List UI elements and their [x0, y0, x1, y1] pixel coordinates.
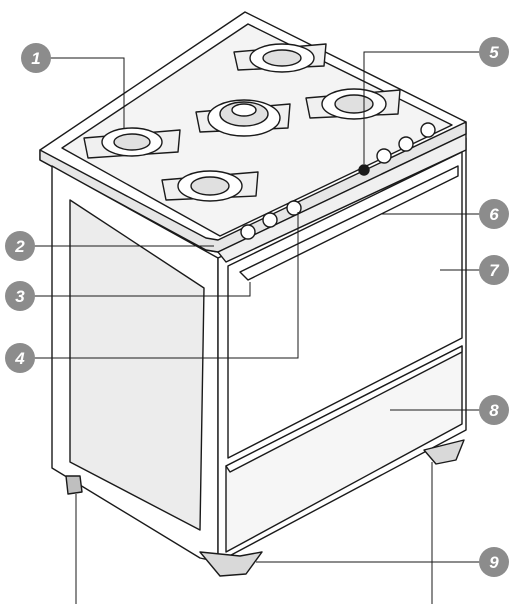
callout-2-label: 2 [14, 237, 25, 256]
callout-9-label: 9 [489, 553, 499, 572]
callout-5-label: 5 [489, 43, 499, 62]
callout-7: 7 [479, 255, 509, 285]
knob [240, 224, 256, 240]
burner-center-large [195, 99, 291, 137]
leader-5 [363, 51, 482, 164]
burner-front-center [161, 170, 259, 202]
knob [286, 200, 302, 216]
leader-4 [30, 212, 299, 359]
callout-2: 2 [5, 231, 35, 261]
burner-front-left [83, 127, 181, 159]
callout-6: 6 [479, 199, 509, 229]
front-foot-left [199, 551, 263, 577]
callout-1: 1 [21, 43, 51, 73]
callout-8: 8 [479, 395, 509, 425]
front-foot-right [423, 439, 465, 465]
control-panel [217, 133, 467, 263]
leader-3 [30, 282, 251, 297]
callout-7-label: 7 [489, 261, 500, 280]
callout-6-label: 6 [489, 205, 499, 224]
callout-4: 4 [5, 343, 35, 373]
burner-rear-right [305, 88, 401, 120]
stove-illustration [39, 11, 467, 577]
knob [262, 212, 278, 228]
callout-8-label: 8 [489, 401, 499, 420]
drawer-handle [225, 345, 463, 473]
callout-3-label: 3 [15, 287, 25, 306]
leader-1 [46, 57, 125, 128]
burner-rear-center [233, 43, 327, 73]
callout-3: 3 [5, 281, 35, 311]
callout-5: 5 [479, 37, 509, 67]
stove-left-side-inset [69, 199, 205, 531]
knob [420, 122, 436, 138]
callouts: 1 2 3 4 5 6 7 8 [5, 37, 509, 577]
callout-9: 9 [479, 547, 509, 577]
leveling-foot [65, 475, 83, 495]
oven-door [227, 151, 463, 459]
callout-4-label: 4 [14, 349, 25, 368]
callout-1-label: 1 [31, 49, 40, 68]
oven-door-handle [239, 165, 459, 281]
leader-lines [30, 51, 482, 604]
knob [398, 136, 414, 152]
knob [376, 148, 392, 164]
igniter-button [358, 164, 370, 176]
